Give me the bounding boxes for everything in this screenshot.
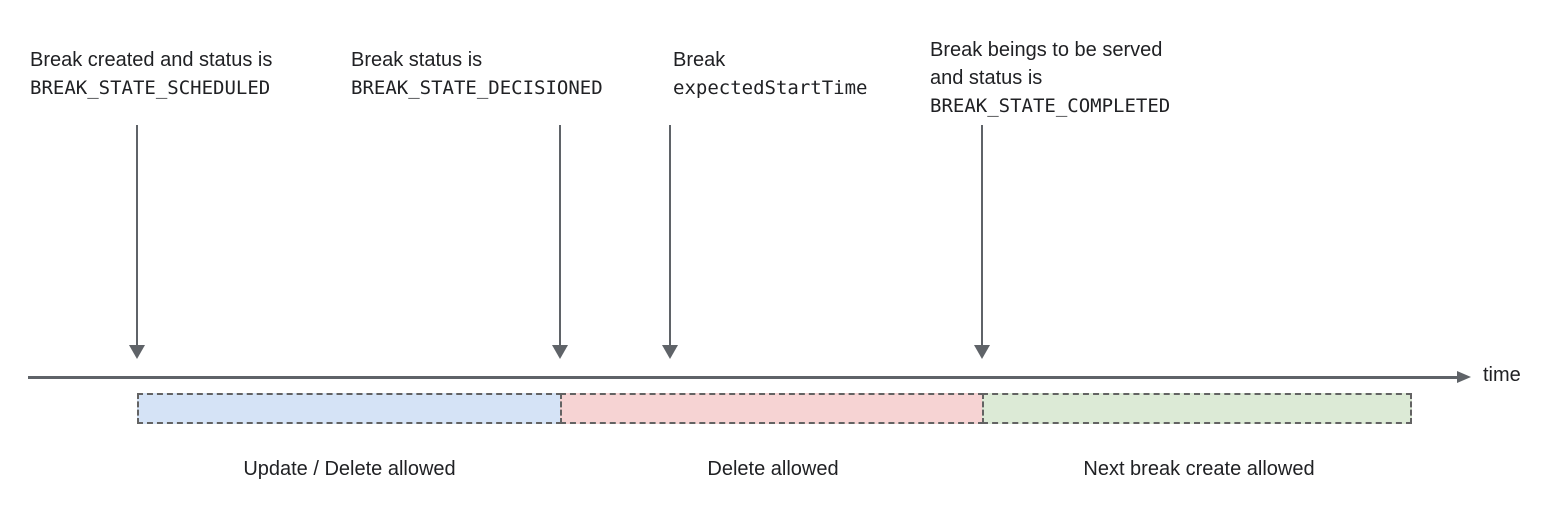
annotation-code: expectedStartTime — [673, 77, 868, 99]
time-axis-line — [28, 376, 1458, 379]
time-axis-label: time — [1483, 364, 1521, 386]
annotation-code: BREAK_STATE_COMPLETED — [930, 95, 1171, 117]
annotation-break-scheduled: Break created and status is BREAK_STATE_… — [30, 46, 272, 102]
segment-label: Next break create allowed — [1083, 458, 1315, 480]
segment-update-delete-allowed — [137, 393, 562, 424]
segment-labels: Update / Delete allowed Delete allowed N… — [137, 458, 1414, 481]
segment-delete-allowed — [560, 393, 984, 424]
segment-label: Update / Delete allowed — [243, 458, 456, 480]
arrow-head — [662, 345, 678, 359]
arrow-head — [552, 345, 568, 359]
down-arrow-icon — [129, 125, 145, 359]
annotation-text: Break — [673, 49, 726, 71]
annotation-code: BREAK_STATE_DECISIONED — [351, 77, 603, 99]
down-arrow-icon — [974, 125, 990, 359]
annotation-text: Break status is — [351, 49, 483, 71]
arrow-shaft — [669, 125, 671, 345]
arrow-shaft — [559, 125, 561, 345]
annotation-text: Break created and status is — [30, 49, 273, 71]
arrow-shaft — [981, 125, 983, 345]
annotation-expected-start-time: Break expectedStartTime — [673, 46, 867, 102]
down-arrow-icon — [662, 125, 678, 359]
annotation-code: BREAK_STATE_SCHEDULED — [30, 77, 271, 99]
segment-label: Delete allowed — [707, 458, 839, 480]
annotation-text: and status is — [930, 67, 1043, 89]
arrow-head — [974, 345, 990, 359]
segment-next-break-create-allowed — [982, 393, 1412, 424]
down-arrow-icon — [552, 125, 568, 359]
arrow-shaft — [136, 125, 138, 345]
annotation-break-completed: Break beings to be served and status is … — [930, 36, 1170, 120]
annotation-break-decisioned: Break status is BREAK_STATE_DECISIONED — [351, 46, 603, 102]
annotation-text: Break beings to be served — [930, 39, 1163, 61]
timeline-segments — [137, 393, 1412, 424]
right-arrow-icon — [1457, 371, 1471, 383]
arrow-head — [129, 345, 145, 359]
